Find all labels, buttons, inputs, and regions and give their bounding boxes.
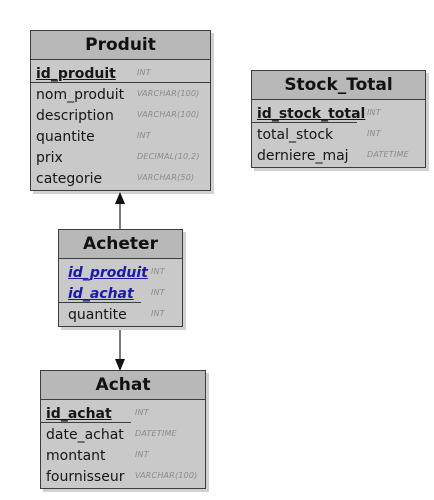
field-prix: prix DECIMAL(10,2) <box>36 146 210 167</box>
field-type: DATETIME <box>367 150 409 159</box>
primary-key-separator <box>59 302 141 303</box>
field-type: VARCHAR(50) <box>137 173 195 182</box>
field-description: description VARCHAR(100) <box>36 104 210 125</box>
field-name: id_achat <box>46 406 112 422</box>
field-type: VARCHAR(100) <box>137 89 200 98</box>
entity-stock-total[interactable]: Stock_Total id_stock_total INT total_sto… <box>251 70 426 168</box>
entity-title-acheter: Acheter <box>59 230 182 259</box>
field-name: fournisseur <box>46 469 125 485</box>
field-type: VARCHAR(100) <box>135 471 198 480</box>
field-fournisseur: fournisseur VARCHAR(100) <box>46 465 205 486</box>
primary-key-separator <box>31 82 211 83</box>
field-quantite: quantite INT <box>68 303 182 324</box>
entity-acheter[interactable]: Acheter id_produit INT id_achat INT quan… <box>58 229 183 327</box>
field-fk-id-produit: id_produit INT <box>68 261 182 282</box>
field-name: description <box>36 108 114 124</box>
field-name: quantite <box>68 307 127 323</box>
field-quantite: quantite INT <box>36 125 210 146</box>
field-name: nom_produit <box>36 87 125 103</box>
field-name: id_achat <box>68 286 134 302</box>
field-name: montant <box>46 448 106 464</box>
field-name: id_produit <box>68 265 148 281</box>
field-id-stock-total: id_stock_total INT <box>252 102 425 123</box>
field-montant: montant INT <box>46 444 205 465</box>
field-type: INT <box>135 450 149 459</box>
field-type: INT <box>151 309 165 318</box>
field-categorie: categorie VARCHAR(50) <box>36 167 210 188</box>
entity-title-achat: Achat <box>41 371 205 400</box>
field-name: id_produit <box>36 66 116 82</box>
field-type: DECIMAL(10,2) <box>137 152 200 161</box>
field-nom-produit: nom_produit VARCHAR(100) <box>36 83 210 104</box>
field-type: INT <box>367 108 381 117</box>
field-name: prix <box>36 150 63 166</box>
entity-achat[interactable]: Achat id_achat INT date_achat DATETIME m… <box>40 370 206 489</box>
field-type: DATETIME <box>135 429 177 438</box>
field-type: VARCHAR(100) <box>137 110 200 119</box>
field-name: derniere_maj <box>257 148 349 164</box>
primary-key-separator <box>41 422 131 423</box>
field-name: date_achat <box>46 427 124 443</box>
field-total-stock: total_stock INT <box>257 123 425 144</box>
field-name: categorie <box>36 171 103 187</box>
primary-key-separator <box>252 122 357 123</box>
field-id-achat: id_achat INT <box>41 402 205 423</box>
field-name: total_stock <box>257 127 334 143</box>
field-type: INT <box>151 267 165 276</box>
entity-title-stock-total: Stock_Total <box>252 71 425 100</box>
field-name: quantite <box>36 129 95 145</box>
entity-produit[interactable]: Produit id_produit INT nom_produit VARCH… <box>30 30 211 191</box>
field-fk-id-achat: id_achat INT <box>59 282 182 303</box>
entity-title-produit: Produit <box>31 31 210 60</box>
field-type: INT <box>137 68 151 77</box>
field-type: INT <box>367 129 381 138</box>
field-id-produit: id_produit INT <box>31 62 211 83</box>
field-derniere-maj: derniere_maj DATETIME <box>257 144 425 165</box>
field-type: INT <box>151 288 165 297</box>
field-name: id_stock_total <box>257 106 366 122</box>
arrowhead-to-achat <box>115 359 125 371</box>
arrowhead-to-produit <box>115 192 125 204</box>
field-date-achat: date_achat DATETIME <box>46 423 205 444</box>
field-type: INT <box>135 408 149 417</box>
field-type: INT <box>137 131 151 140</box>
